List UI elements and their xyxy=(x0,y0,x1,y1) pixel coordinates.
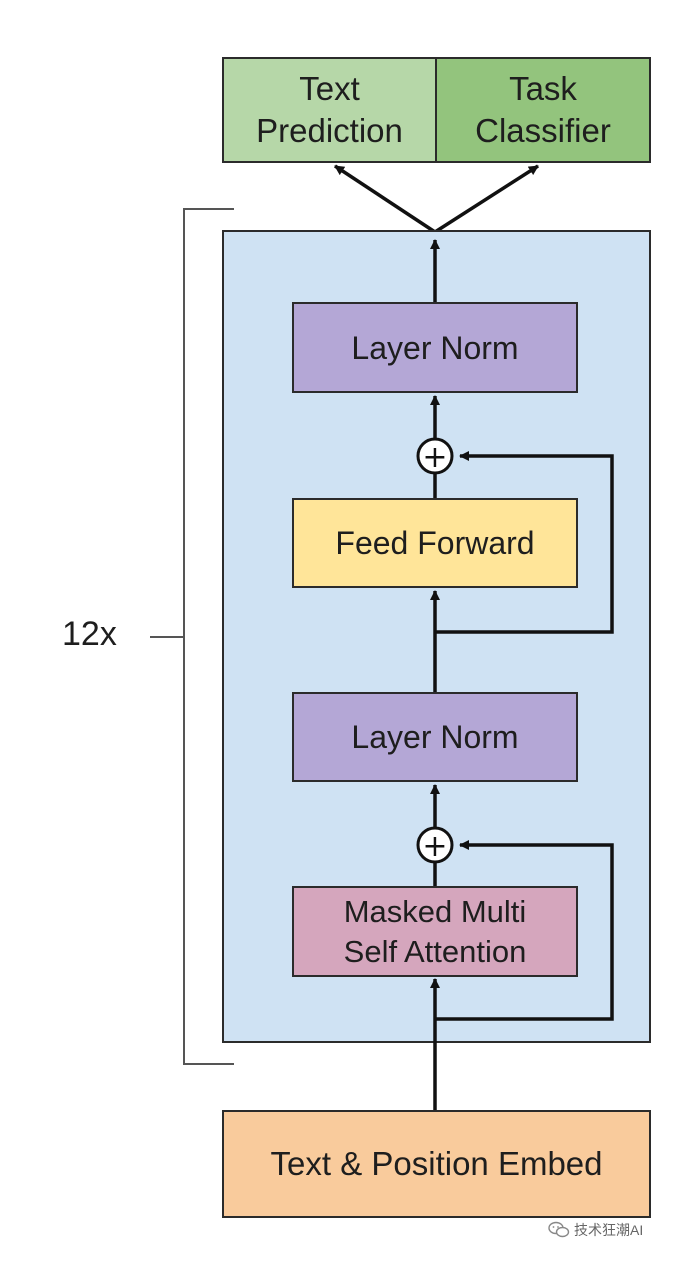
repeat-bracket xyxy=(150,208,234,1065)
watermark-text: 技术狂潮AI xyxy=(574,1222,644,1238)
feed-forward-label: Feed Forward xyxy=(335,525,535,561)
layer-norm-top-box: Layer Norm xyxy=(292,302,578,393)
text-prediction-line-2: Prediction xyxy=(256,112,403,149)
text-prediction-line-1: Text xyxy=(299,70,360,107)
masked-attention-line-2: Self Attention xyxy=(343,933,527,969)
text-prediction-box: Text Prediction xyxy=(222,57,437,163)
text-position-embed-box: Text & Position Embed xyxy=(222,1110,651,1218)
layer-norm-bottom-label: Layer Norm xyxy=(351,719,519,755)
repeat-count-label: 12x xyxy=(62,615,117,653)
arrow-to-task-classifier xyxy=(434,164,539,234)
text-position-embed-label: Text & Position Embed xyxy=(270,1145,603,1182)
feed-forward-box: Feed Forward xyxy=(292,498,578,588)
arrow-to-text-prediction xyxy=(334,164,436,234)
watermark: 技术狂潮AI xyxy=(548,1220,643,1240)
layer-norm-bottom-box: Layer Norm xyxy=(292,692,578,782)
task-classifier-line-1: Task xyxy=(509,70,577,107)
wechat-icon xyxy=(548,1221,570,1238)
task-classifier-box: Task Classifier xyxy=(435,57,651,163)
layer-norm-top-label: Layer Norm xyxy=(351,329,519,366)
masked-attention-line-1: Masked Multi xyxy=(343,893,527,929)
masked-attention-box: Masked Multi Self Attention xyxy=(292,886,578,977)
task-classifier-line-2: Classifier xyxy=(475,112,611,149)
